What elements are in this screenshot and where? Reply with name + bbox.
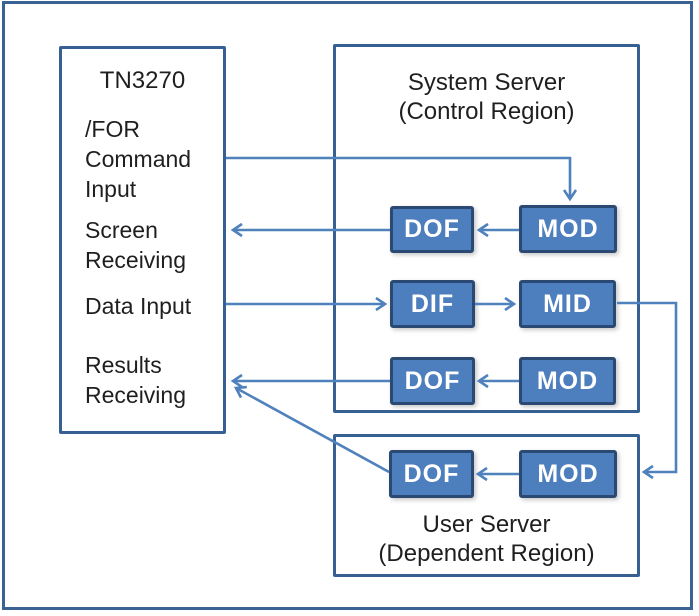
mod-box-1: MOD [519, 205, 617, 253]
tn3270-title: TN3270 [99, 67, 186, 94]
mod-box-3: MOD [519, 450, 617, 498]
dif-box: DIF [390, 280, 475, 328]
dof-box-2: DOF [390, 357, 475, 405]
label-for-command-input: /FOR Command Input [85, 116, 192, 202]
dof-box-1: DOF [390, 206, 474, 253]
dof-box-3: DOF [389, 450, 474, 498]
label-data-input: Data Input [85, 293, 192, 319]
mod-box-2: MOD [519, 357, 616, 405]
mid-box: MID [519, 280, 616, 328]
label-screen-receiving: Screen Receiving [85, 217, 186, 273]
tn3270-box [59, 46, 226, 434]
system-server-title: System Server (Control Region) [398, 69, 575, 125]
label-results-receiving: Results Receiving [85, 352, 186, 408]
user-server-title: User Server (Dependent Region) [378, 511, 595, 567]
